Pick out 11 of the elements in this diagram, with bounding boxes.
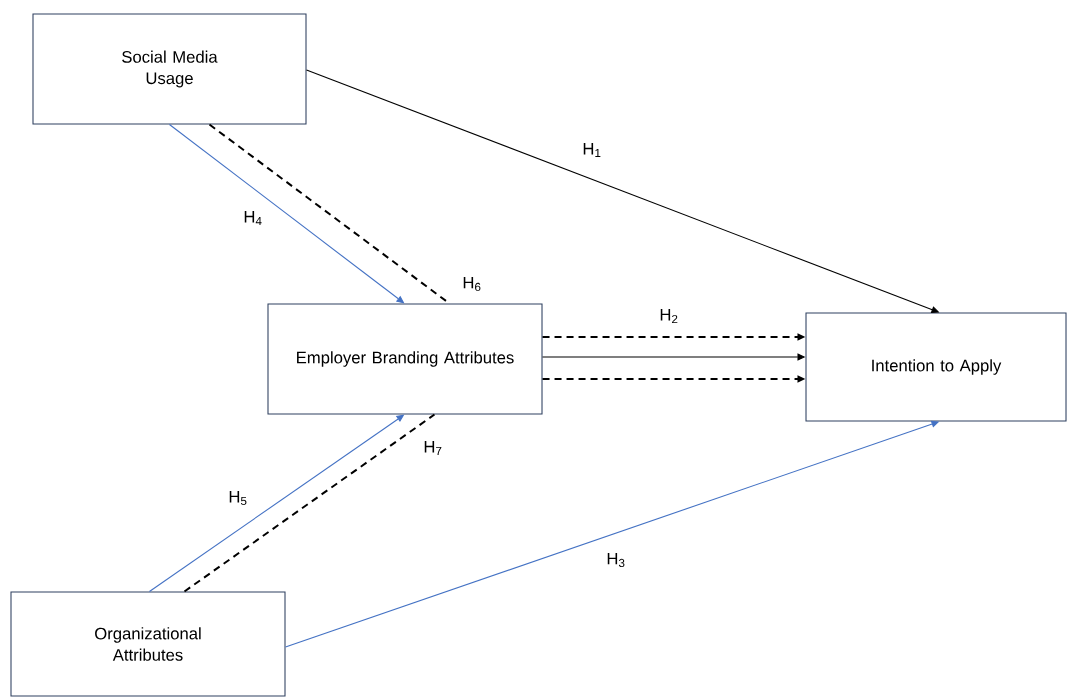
concept-box: Employer Branding Attributes: [267, 303, 543, 415]
edge-label: H$_{2}$: [658, 307, 680, 325]
edge-label: H$_{1}$: [581, 141, 603, 159]
edge-label: H$_{7}$: [422, 439, 444, 457]
edge-label: H$_{3}$: [605, 551, 627, 569]
concept-box: Intention to Apply: [805, 312, 1067, 422]
edge-label: H$_{4}$: [242, 209, 264, 227]
edge-label: H$_{6}$: [461, 275, 483, 293]
concept-box: Organizational Attributes: [10, 591, 286, 697]
edge-label: H$_{5}$: [227, 489, 249, 507]
concept-box: Social Media Usage: [32, 13, 307, 125]
